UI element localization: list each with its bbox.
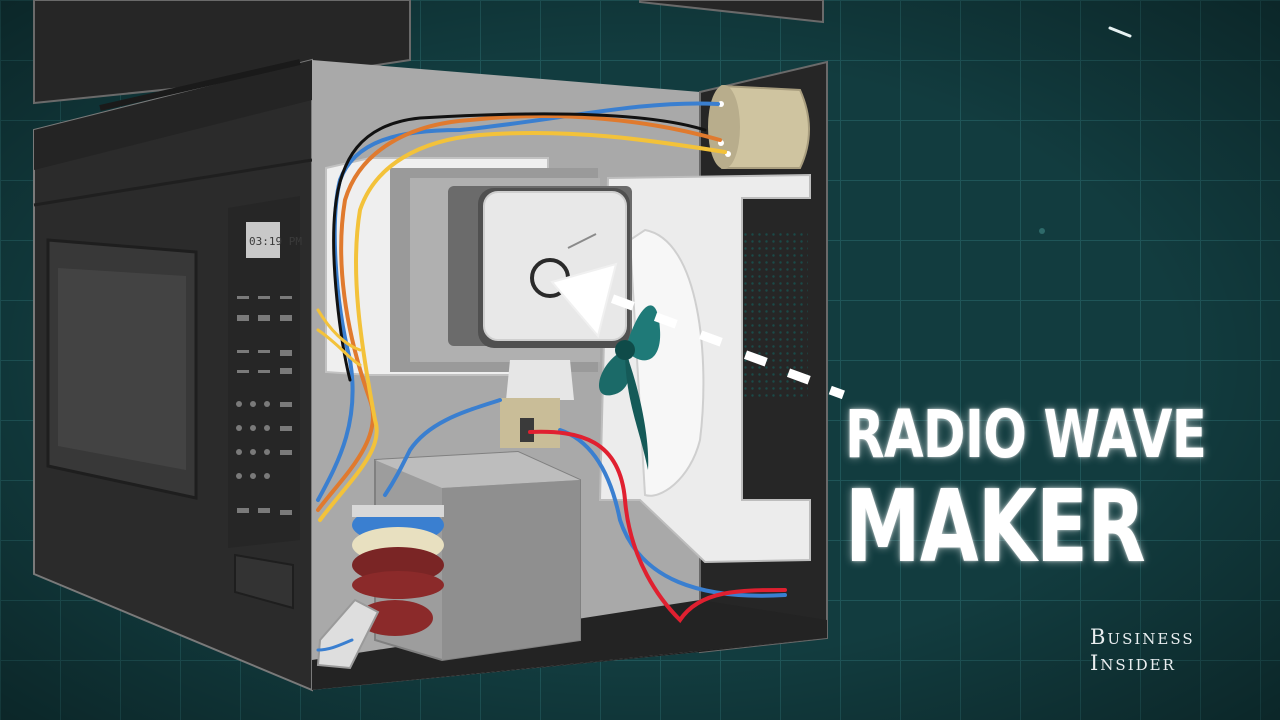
dust-dot [1039, 228, 1045, 234]
capacitor-icon [708, 84, 810, 169]
magnetron-face [483, 191, 627, 341]
control-panel: 03:19 PM [228, 196, 302, 548]
clock-display-text: 03:19 PM [249, 235, 302, 248]
wire-orange [316, 114, 722, 512]
logo-line-1: Business [1090, 625, 1195, 649]
sparkle-mark [1108, 26, 1132, 38]
radio-wave-arrow-icon [550, 262, 845, 400]
door-handle-vent [234, 553, 294, 610]
magnetron [325, 157, 632, 448]
business-insider-logo: Business Insider [1090, 624, 1195, 676]
wire-yellow [318, 130, 727, 522]
title-line-2: MAKER [845, 468, 1146, 585]
title-line-1: RADIO WAVE [845, 396, 1207, 473]
logo-line-2: Insider [1090, 651, 1176, 675]
high-voltage-transformer-icon [316, 450, 581, 670]
wiring [316, 101, 787, 652]
cooling-fan-icon [598, 305, 661, 470]
control-keypad [236, 296, 292, 515]
waveguide-frame [598, 173, 811, 564]
wire-black [332, 112, 707, 382]
exploded-top-panel [33, 0, 824, 105]
clock-display [246, 222, 280, 258]
wire-red [528, 429, 787, 624]
wire-blue-transformer [383, 398, 502, 497]
